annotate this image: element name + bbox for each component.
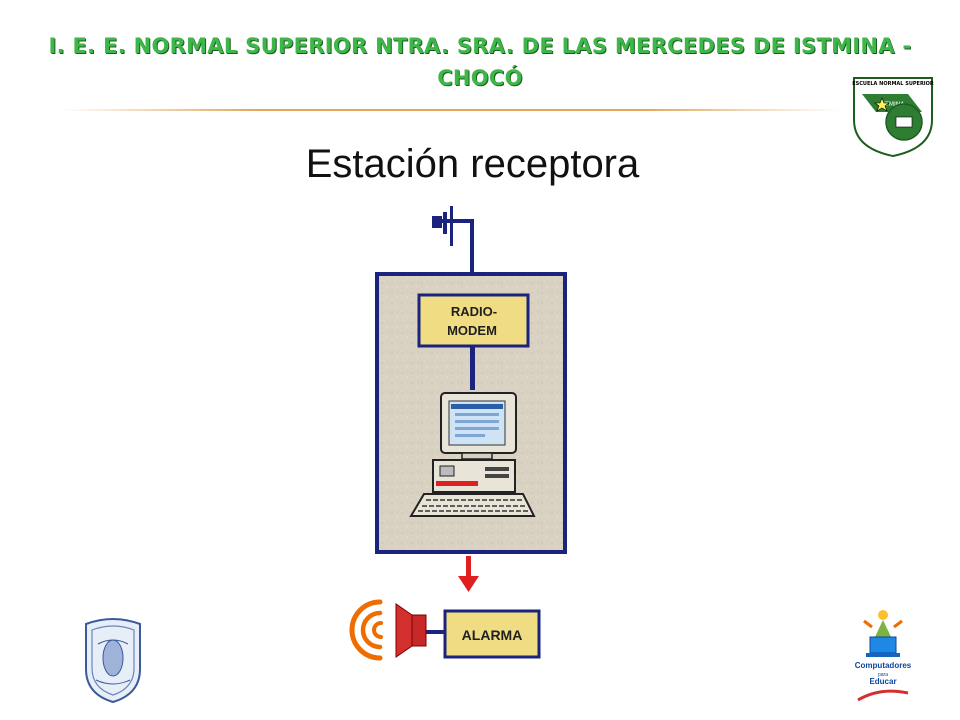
arrow-down-icon: [458, 556, 479, 592]
computadores-para-educar-logo: Computadores para Educar: [855, 610, 912, 702]
header-divider: [60, 109, 840, 111]
radio-modem-label-line1: RADIO-: [451, 304, 497, 319]
star-icon: [874, 97, 890, 112]
emblem-band-text: ISTMINA: [880, 101, 906, 108]
speaker-connection-line: [426, 630, 445, 634]
program-logo-line3: Educar: [869, 677, 896, 686]
modem-to-computer-line: [470, 346, 475, 390]
program-logo-line1: Computadores: [855, 661, 912, 670]
sound-waves-icon: [349, 599, 383, 661]
program-logo-line2: para: [878, 672, 888, 678]
school-emblem-logo: ESCUELA NORMAL SUPERIOR ISTMINA: [852, 77, 934, 158]
alarm-box: [443, 609, 541, 659]
institution-header: I. E. E. NORMAL SUPERIOR NTRA. SRA. DE L…: [40, 30, 920, 94]
antenna-icon: [432, 206, 474, 275]
emblem-top-text: ESCUELA NORMAL SUPERIOR: [852, 81, 934, 87]
slide-title: Estación receptora: [305, 142, 640, 186]
alarm-label: ALARMA: [462, 627, 523, 643]
radio-modem-box: [417, 293, 530, 348]
institution-name-line1: I. E. E. NORMAL SUPERIOR NTRA. SRA. DE L…: [48, 34, 912, 58]
computer-workstation-icon: [409, 392, 536, 517]
institution-name-line2: CHOCÓ: [437, 66, 523, 90]
radio-modem-label-line2: MODEM: [447, 323, 497, 338]
speaker-icon: [395, 603, 427, 658]
university-shield-logo: [85, 618, 141, 704]
